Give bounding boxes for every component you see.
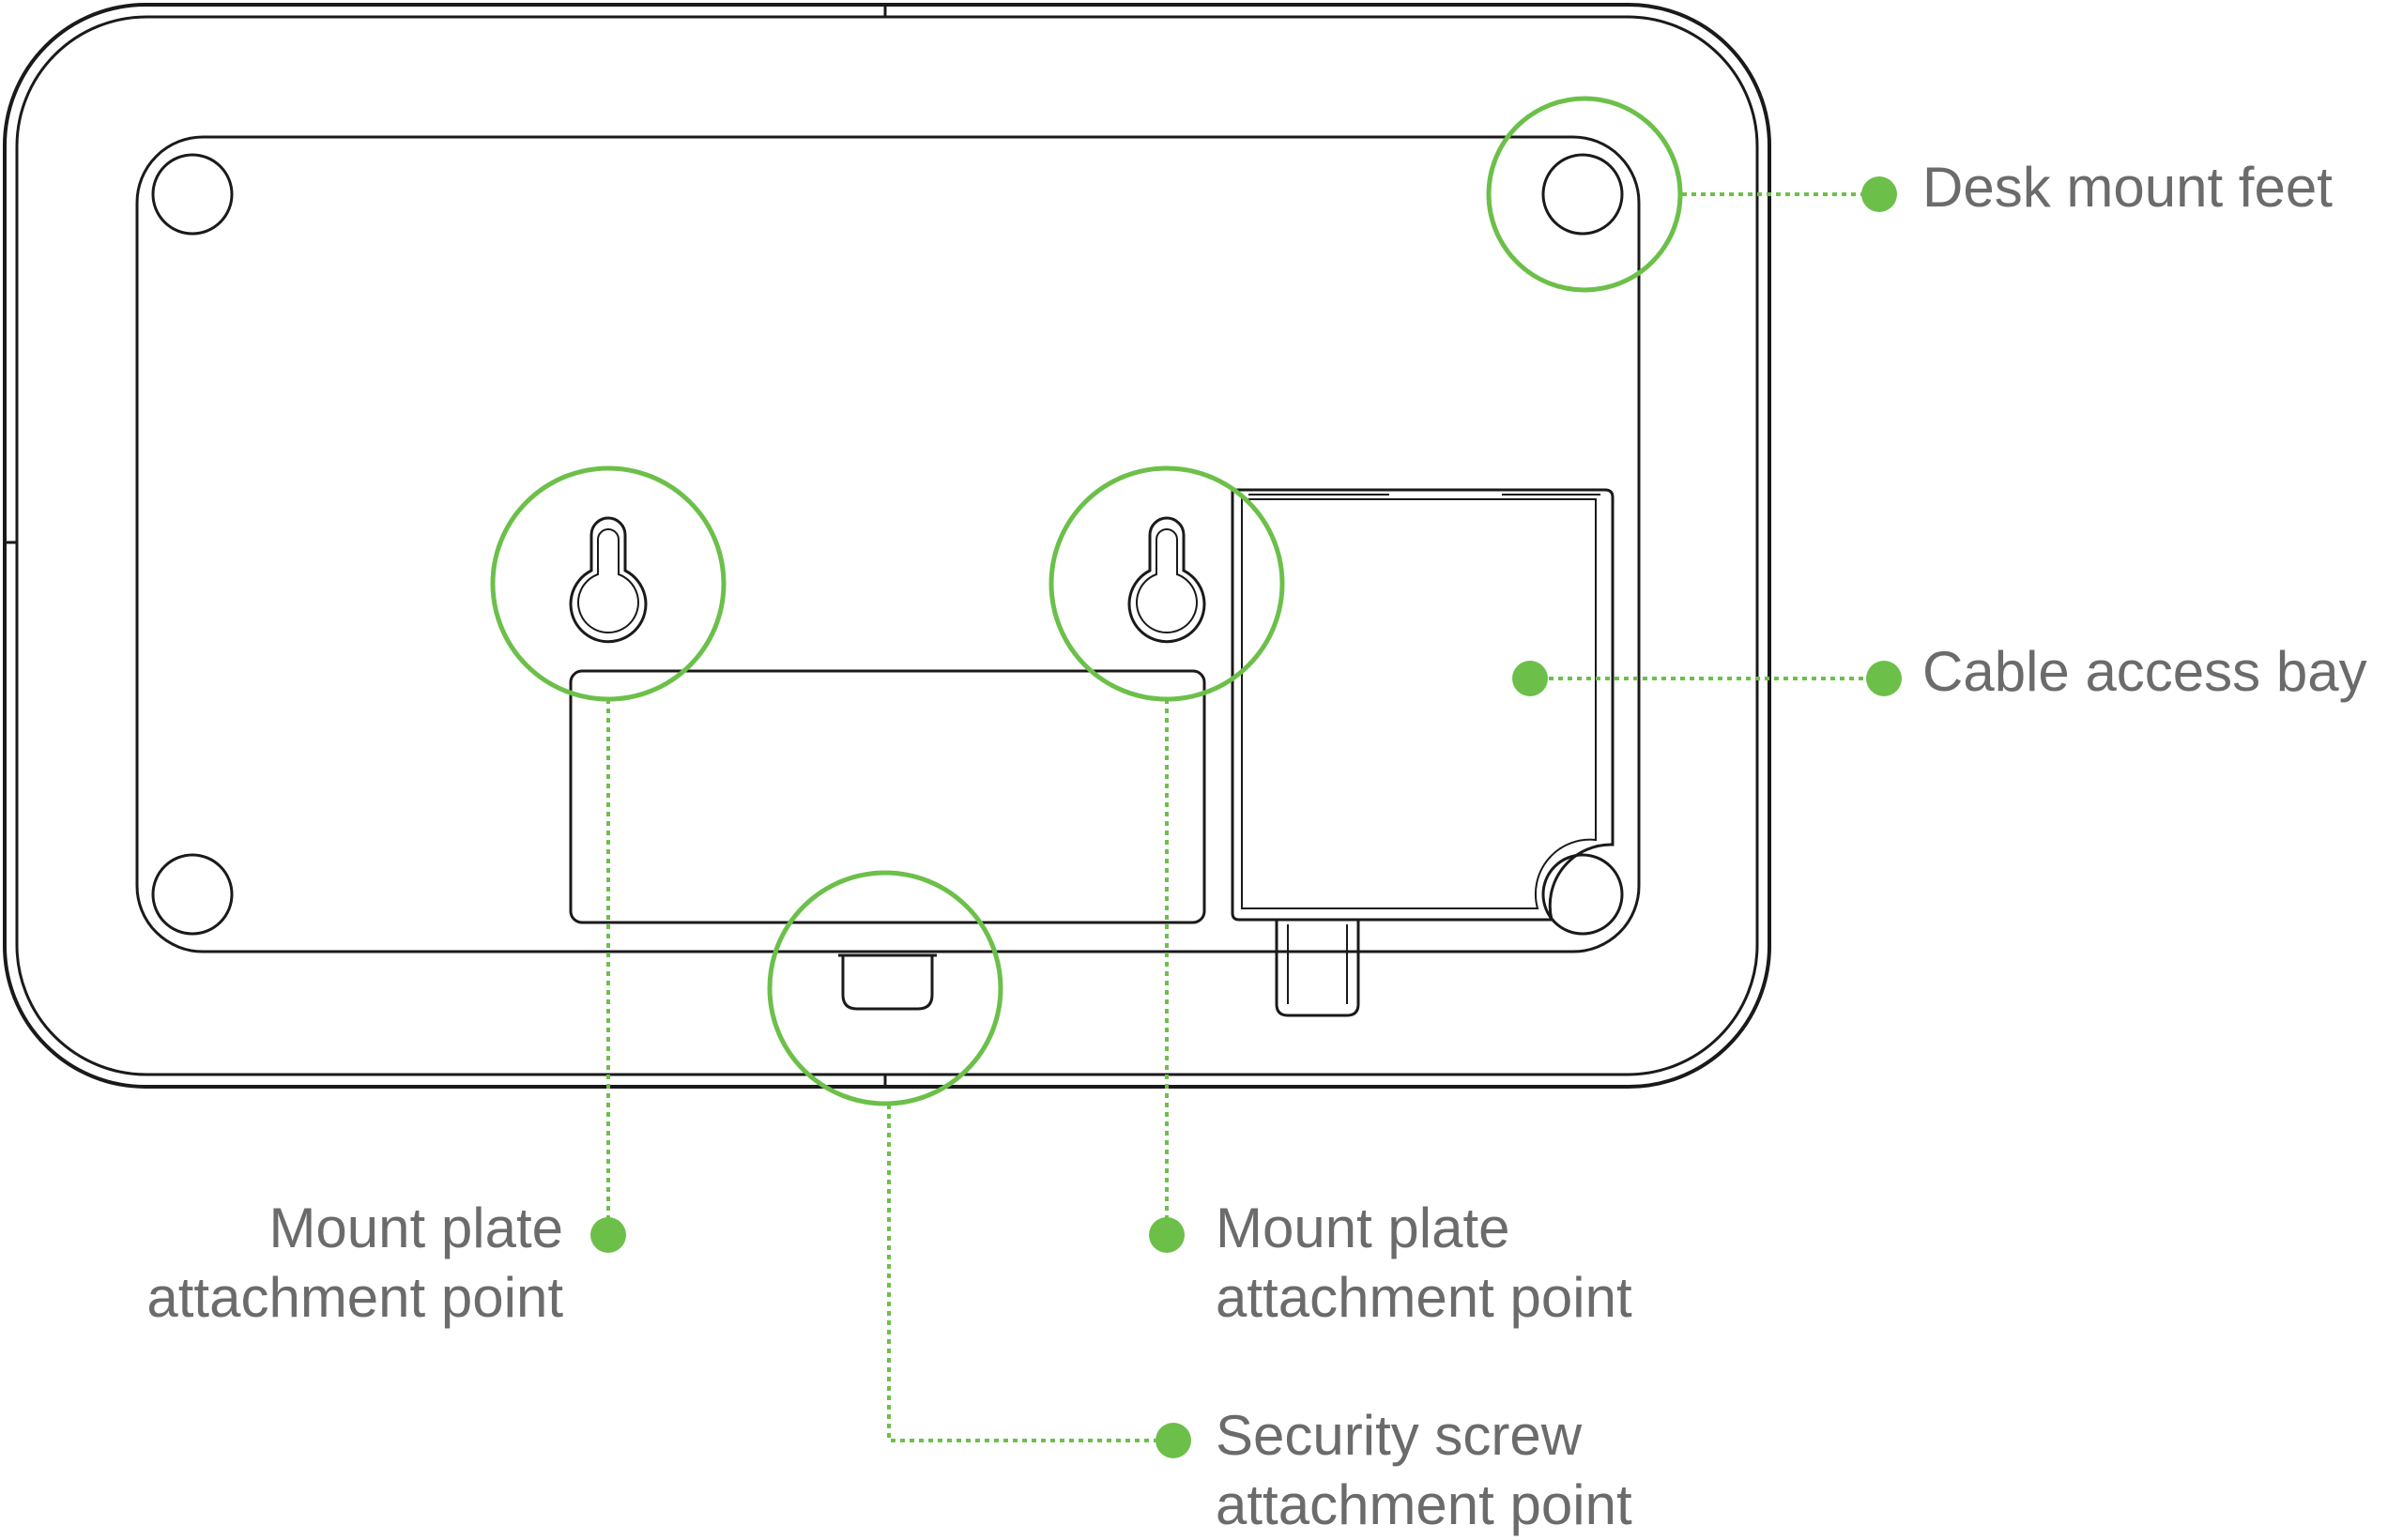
device-housing — [3, 3, 1771, 1089]
desk-mount-feet — [151, 153, 1624, 936]
back-panel — [135, 135, 1641, 953]
foot-top-left — [151, 153, 234, 236]
leader-security-screw — [887, 1105, 1173, 1442]
highlight-keyhole-left — [490, 465, 727, 702]
foot-bottom-right — [1541, 853, 1624, 936]
highlight-keyhole-right — [1048, 465, 1285, 702]
label-cable-access-bay: Cable access bay — [1922, 640, 2367, 703]
foot-bottom-left — [151, 853, 234, 936]
security-screw-tab — [838, 953, 937, 1011]
cable-access-bay-outline — [1231, 488, 1615, 1017]
mount-plate-recess — [569, 669, 1206, 924]
highlight-security-screw — [767, 870, 1003, 1106]
keyhole-right — [1127, 516, 1206, 644]
highlight-desk-mount-foot — [1486, 96, 1683, 293]
leader-dots — [590, 176, 1902, 1458]
leader-lines — [606, 192, 1882, 1442]
keyhole-slots — [569, 516, 1206, 644]
label-security-screw: Security screw attachment point — [1216, 1404, 1632, 1536]
label-mount-plate-right: Mount plate attachment point — [1216, 1197, 1632, 1329]
label-mount-plate-left: Mount plate attachment point — [146, 1197, 563, 1329]
foot-top-right — [1541, 153, 1624, 236]
label-desk-mount-feet: Desk mount feet — [1922, 156, 2333, 219]
keyhole-left — [569, 516, 648, 644]
